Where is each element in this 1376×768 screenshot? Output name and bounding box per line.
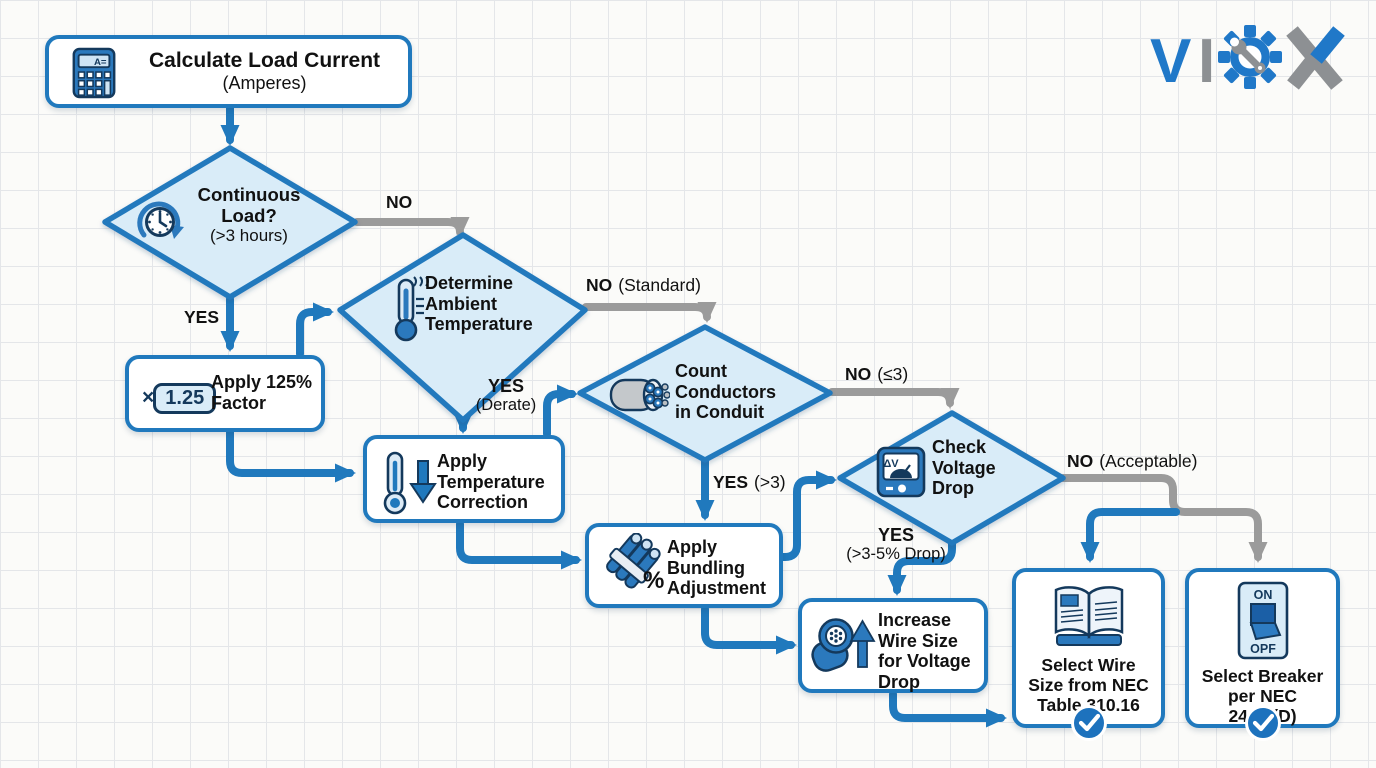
- voltmeter-icon: ΔV: [876, 446, 926, 498]
- multiplier-value: 1.25: [153, 383, 217, 414]
- check-badge-icon: [1070, 705, 1107, 741]
- calculator-icon: A=: [72, 47, 116, 99]
- connector-bundling-to-voltage: [777, 470, 837, 561]
- connector-voltage-yes: [887, 540, 956, 596]
- node-voltage-drop: ΔV Check Voltage Drop: [840, 413, 1063, 543]
- logo-letter-v: V: [1150, 27, 1191, 96]
- breaker-switch-icon: ON OPF: [1237, 581, 1288, 660]
- connector-ambient-no-standard: [582, 301, 717, 323]
- node-select-breaker: ON OPF Select Breaker per NEC 240.4(D): [1185, 568, 1340, 741]
- connector-increase-to-selectwire: [889, 690, 1007, 728]
- multiplier-sign: ×: [142, 386, 155, 409]
- connector-count-no: [828, 387, 960, 409]
- multiplier-badge-icon: ×1.25: [142, 383, 217, 414]
- thermometer-heat-icon: [394, 276, 429, 342]
- svg-text:ΔV: ΔV: [883, 458, 899, 470]
- diamond-count-conductors: [577, 324, 833, 463]
- node-ambient-temperature: Determine Ambient Temperature: [340, 235, 585, 420]
- connector-tempcorrection-to-count: [543, 384, 578, 438]
- logo-letter-i: I: [1198, 27, 1215, 96]
- thermometer-down-icon: [383, 451, 437, 515]
- clock-cycle-icon: [137, 201, 184, 239]
- node-title: Count Conductors in Conduit: [675, 361, 776, 423]
- node-title: Determine Ambient Temperature: [425, 273, 533, 335]
- edge-label-yes: YES: [184, 307, 220, 327]
- edge-label-no-le3: NO(≤3): [845, 364, 909, 384]
- node-temp-correction: Apply Temperature Correction: [363, 435, 565, 523]
- node-title: Check Voltage Drop: [932, 437, 996, 499]
- logo-letter-x-shape: [1286, 26, 1345, 90]
- edge-label-yes-drop: YES (>3-5% Drop): [846, 525, 946, 564]
- percent-symbol: %: [643, 567, 665, 594]
- node-subtitle: (Amperes): [222, 72, 307, 93]
- node-title: Calculate Load Current: [148, 49, 381, 72]
- node-title: Apply Temperature Correction: [437, 451, 545, 513]
- connector-branch-to-selectwire: [1080, 508, 1180, 563]
- edge-label-no-acceptable: NO(Acceptable): [1067, 451, 1198, 471]
- connector-tempcorrection-to-bundling: [456, 520, 582, 570]
- connector-bundling-to-increase: [701, 605, 797, 655]
- node-title: Increase Wire Size for Voltage Drop: [878, 610, 971, 692]
- check-badge-icon: [1244, 705, 1281, 741]
- svg-text:OPF: OPF: [1250, 642, 1276, 656]
- node-title: Continuous Load?: [197, 184, 301, 227]
- connector-factor-to-ambient: [296, 302, 334, 358]
- node-count-conductors: Count Conductors in Conduit: [580, 327, 830, 460]
- connector-continuous-no: [353, 216, 470, 238]
- node-title: Apply 125% Factor: [211, 372, 313, 413]
- edge-label-yes-gt3: YES(>3): [713, 472, 786, 492]
- node-select-wire: Select Wire Size from NEC Table 310.16: [1012, 568, 1165, 741]
- viox-logo: V I: [1150, 25, 1345, 96]
- node-continuous-load: Continuous Load? (>3 hours): [105, 148, 355, 297]
- node-title: Select Wire Size from NEC Table 310.16: [1028, 655, 1149, 715]
- nec-book-icon: [1054, 586, 1123, 646]
- edge-label-no: NO: [386, 192, 413, 212]
- bundled-cables-icon: [606, 533, 661, 589]
- edge-label-yes-derate: YES (Derate): [475, 376, 537, 415]
- node-title: Apply Bundling Adjustment: [667, 537, 766, 599]
- wire-upsize-icon: [811, 618, 876, 672]
- conduit-icon: [609, 378, 670, 412]
- node-calculate-load: A= Calculate Load Current (Amperes): [45, 35, 412, 108]
- svg-text:ON: ON: [1253, 588, 1272, 602]
- diamond-continuous-load: [102, 145, 358, 300]
- connector-factor-to-tempcorrection: [226, 428, 356, 483]
- node-bundling: % Apply Bundling Adjustment: [585, 523, 783, 608]
- edge-label-no-standard: NO(Standard): [586, 275, 701, 295]
- gear-wrench-icon: [1218, 25, 1282, 89]
- svg-text:A=: A=: [94, 57, 107, 68]
- node-increase-wire: Increase Wire Size for Voltage Drop: [798, 598, 988, 693]
- node-apply-factor: ×1.25 Apply 125% Factor: [125, 355, 325, 432]
- node-subtitle: (>3 hours): [210, 226, 288, 246]
